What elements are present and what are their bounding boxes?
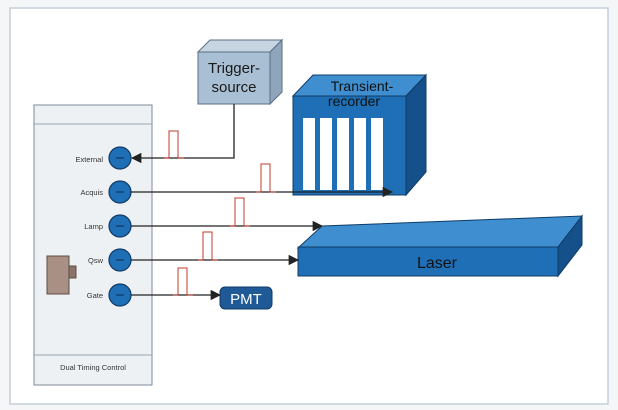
laser-label: Laser	[417, 255, 458, 272]
pulse-icon	[256, 163, 276, 193]
recorder-channel	[371, 118, 383, 190]
pulse-icon	[198, 231, 218, 261]
transient-recorder-box: Transient- recorder	[291, 73, 428, 197]
recorder-channel	[303, 118, 315, 190]
connector-lamp	[108, 214, 132, 238]
laser-box: Laser	[296, 214, 584, 278]
timing-unit-footer-label: Dual Timing Control	[60, 363, 126, 372]
pmt-box: PMT	[219, 286, 273, 310]
recorder-channel	[320, 118, 332, 190]
port-label-acquis: Acquis	[80, 188, 103, 197]
pulse-glyphs	[164, 130, 276, 296]
port-label-external: External	[75, 155, 103, 164]
pulse-icon	[230, 197, 250, 227]
trigger-source-label-line2: source	[211, 79, 256, 96]
transient-recorder-label-line1: Transient-	[331, 78, 394, 94]
panel-handle	[46, 255, 70, 295]
connector-gate	[108, 283, 132, 307]
pmt-label: PMT	[230, 291, 262, 308]
connector-acquis	[108, 180, 132, 204]
panel-handle-tab	[68, 265, 77, 279]
connector-external	[108, 146, 132, 170]
trigger-source-box: Trigger- source	[196, 38, 284, 106]
trigger-source-label-line1: Trigger-	[208, 60, 260, 77]
port-label-lamp: Lamp	[84, 222, 103, 231]
recorder-channel	[337, 118, 349, 190]
pulse-icon	[173, 267, 193, 296]
port-label-qsw: Qsw	[88, 256, 104, 265]
port-label-gate: Gate	[87, 291, 103, 300]
timing-control-unit: Dual Timing Control External Acquis Lamp…	[33, 104, 153, 386]
pulse-icon	[164, 130, 184, 159]
recorder-channel	[354, 118, 366, 190]
connector-qsw	[108, 248, 132, 272]
transient-recorder-label-line2: recorder	[328, 93, 380, 109]
